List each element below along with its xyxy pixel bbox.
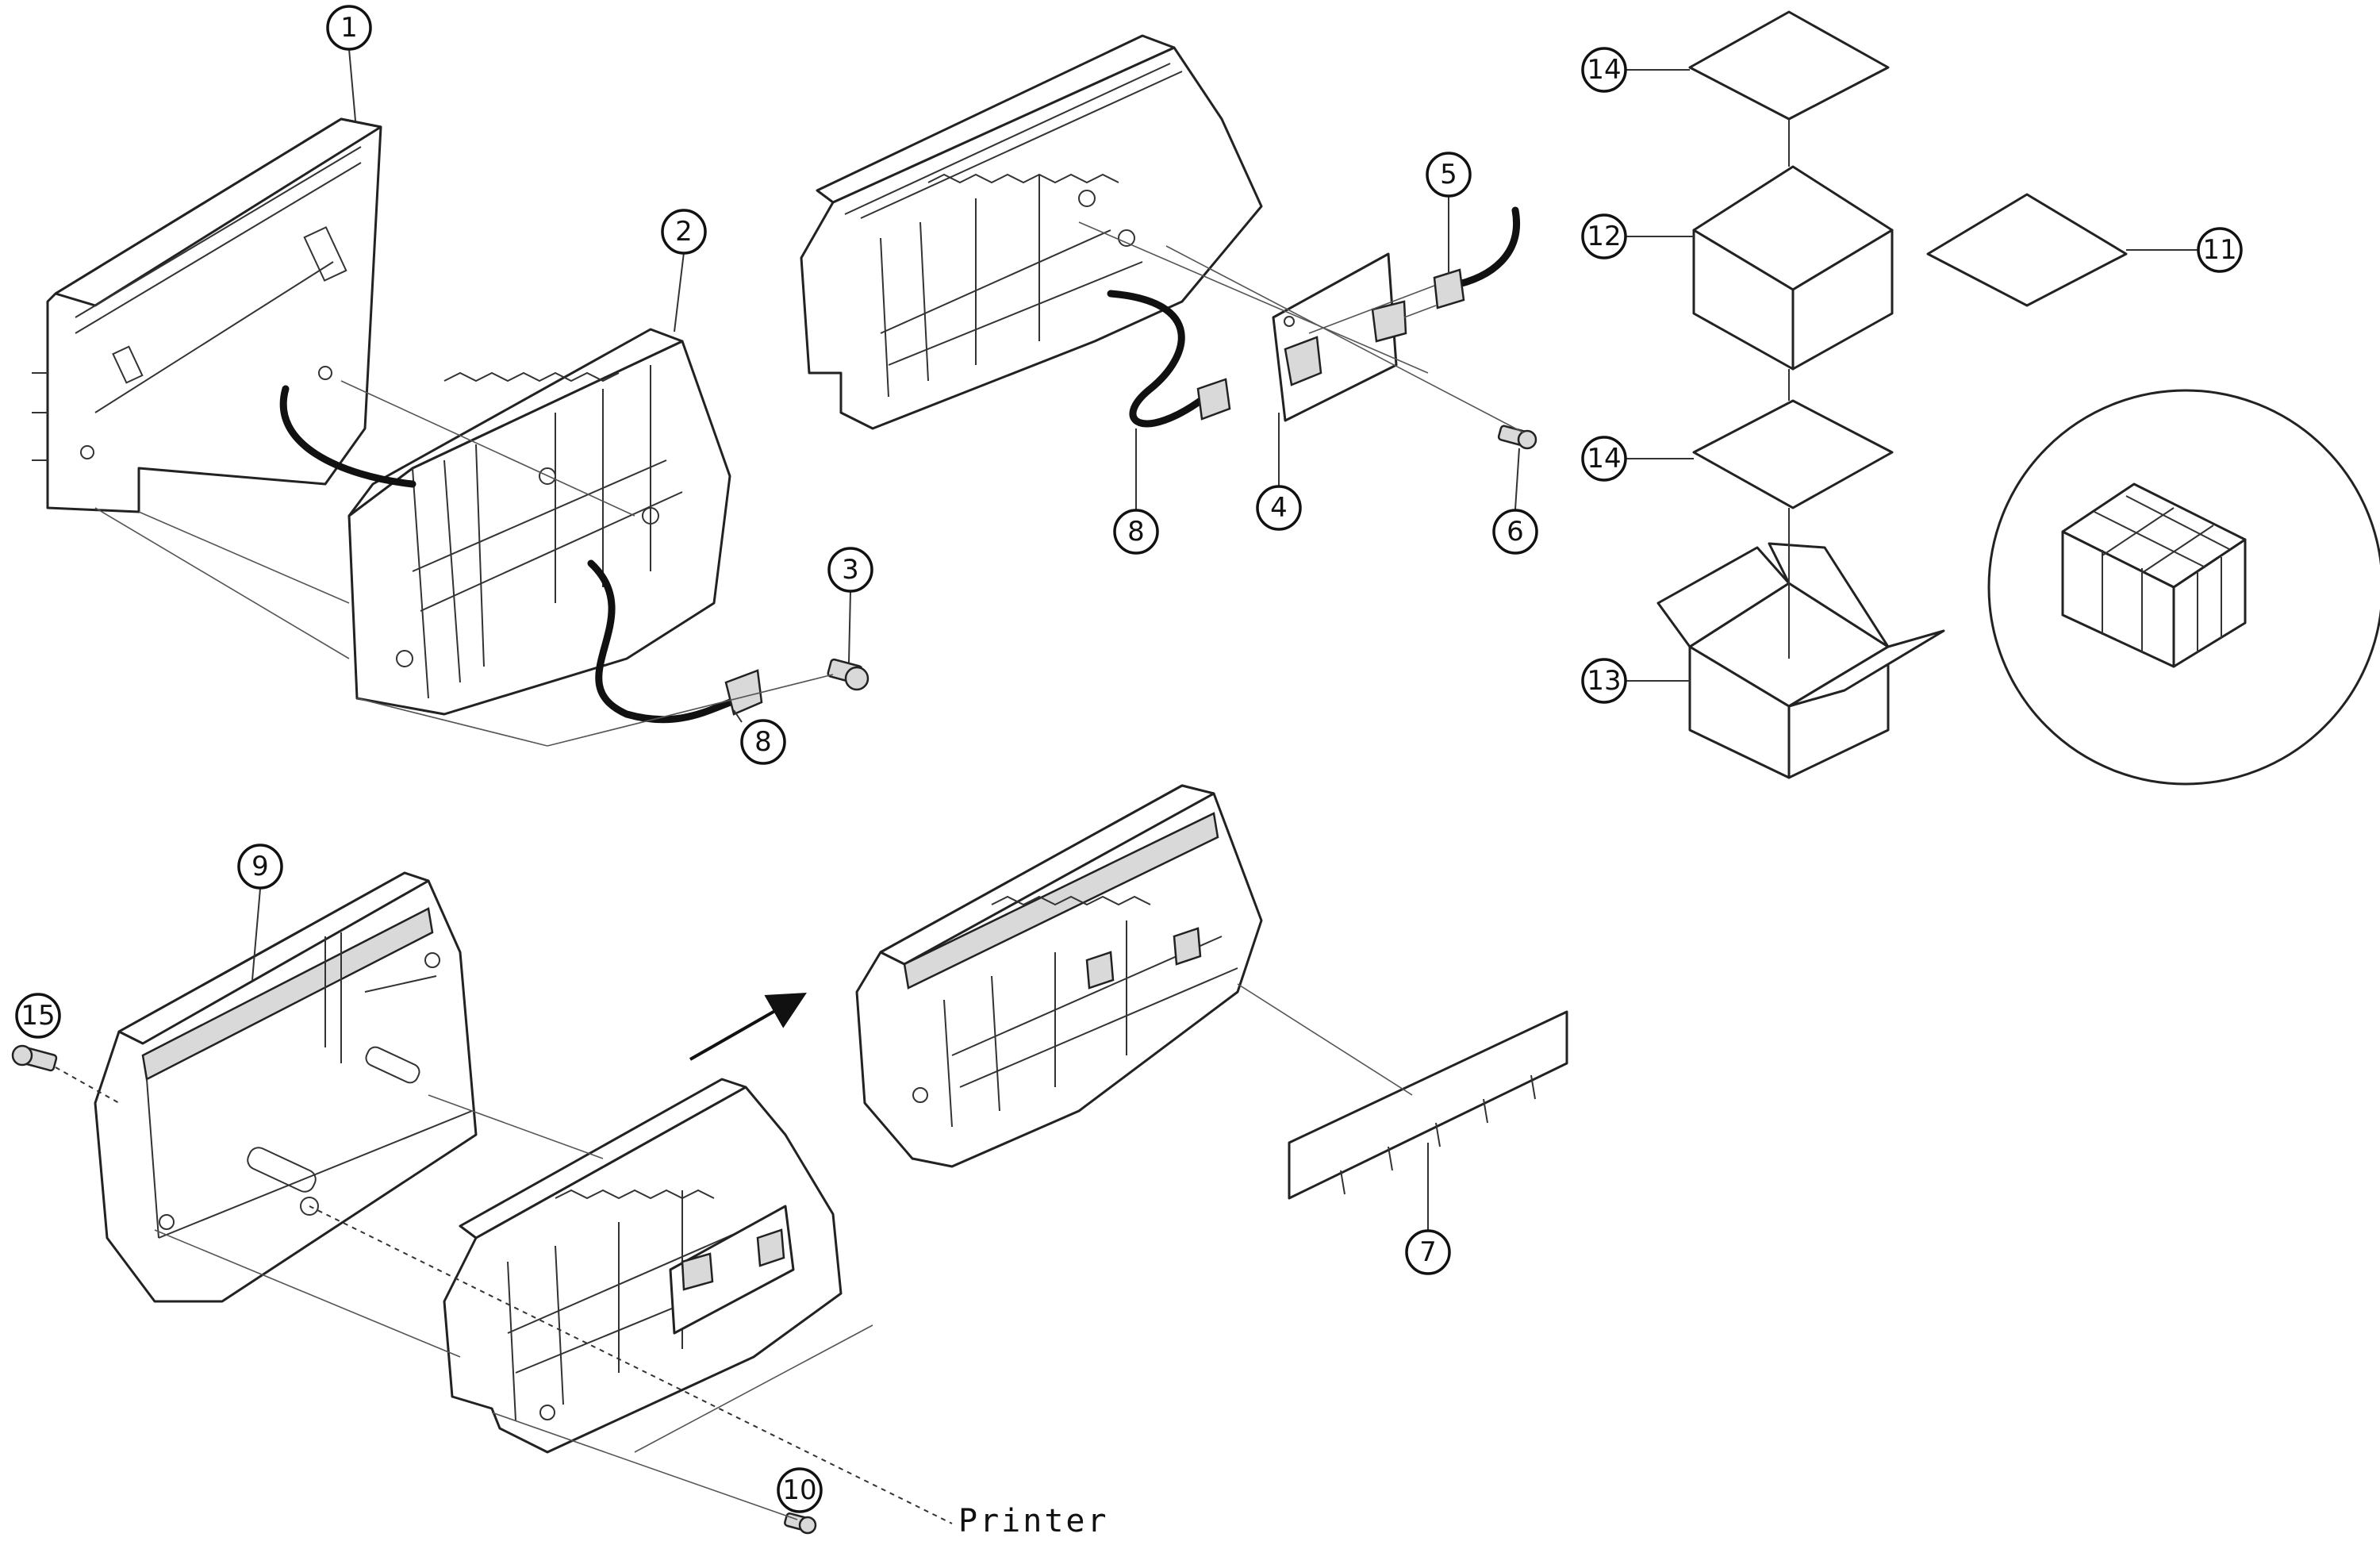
- svg-text:13: 13: [1587, 665, 1621, 697]
- screw-part-15: [11, 1044, 58, 1072]
- cable-part-8-a: [279, 385, 763, 724]
- screw-part-10: [784, 1512, 817, 1535]
- pad-part-14-bottom: [1692, 399, 1894, 509]
- svg-text:12: 12: [1587, 221, 1621, 252]
- magnified-insert-icon: [1987, 389, 2380, 786]
- callout-12: 12: [1581, 213, 1627, 259]
- svg-text:14: 14: [1587, 443, 1621, 475]
- svg-text:11: 11: [2202, 234, 2236, 266]
- box-part-13: [1656, 542, 1945, 779]
- cover-part-9: [94, 871, 478, 1303]
- callout-6: 6: [1492, 509, 1538, 555]
- back-plate-part-1: [32, 117, 382, 513]
- frame-part-2: [347, 328, 731, 716]
- callout-1: 1: [326, 5, 372, 51]
- callout-15: 15: [15, 993, 61, 1039]
- svg-text:9: 9: [251, 851, 269, 882]
- comb-part-7: [1288, 1010, 1568, 1200]
- callout-14-bottom: 14: [1581, 436, 1627, 482]
- cable-part-8-b: [1107, 290, 1231, 428]
- arrow-right-icon: [689, 993, 807, 1061]
- callout-14-top: 14: [1581, 47, 1627, 93]
- cable-part-5: [1433, 206, 1520, 309]
- callout-4: 4: [1256, 485, 1302, 531]
- frame-with-board-assembly: [800, 34, 1263, 430]
- screw-part-3: [827, 658, 869, 691]
- callout-2: 2: [661, 209, 707, 255]
- callout-8-b: 8: [1113, 509, 1159, 555]
- svg-text:7: 7: [1419, 1236, 1437, 1268]
- callout-9: 9: [237, 844, 283, 890]
- svg-text:2: 2: [675, 216, 693, 248]
- callout-3: 3: [827, 547, 873, 593]
- circuit-board-part-4: [1272, 252, 1407, 422]
- callout-5: 5: [1426, 152, 1472, 198]
- svg-text:14: 14: [1587, 54, 1621, 86]
- svg-text:8: 8: [1127, 516, 1145, 548]
- svg-text:5: 5: [1440, 159, 1457, 190]
- svg-text:15: 15: [21, 1000, 55, 1032]
- callout-13: 13: [1581, 658, 1627, 704]
- frame-assembly-lower: [443, 1078, 843, 1454]
- assembled-unit: [855, 784, 1263, 1168]
- pad-part-14-top: [1688, 10, 1890, 121]
- callout-7: 7: [1405, 1229, 1451, 1275]
- carton-part-12: [1692, 165, 1894, 371]
- callout-8-a: 8: [740, 719, 786, 765]
- svg-text:10: 10: [782, 1474, 816, 1506]
- sheet-part-11: [1926, 193, 2128, 307]
- callout-10: 10: [777, 1467, 823, 1513]
- svg-text:3: 3: [842, 554, 859, 586]
- svg-text:6: 6: [1507, 516, 1524, 548]
- printer-label: Printer: [958, 1503, 1109, 1539]
- callout-11: 11: [2197, 227, 2243, 273]
- svg-text:8: 8: [754, 726, 772, 758]
- svg-text:1: 1: [340, 12, 358, 44]
- svg-text:4: 4: [1270, 492, 1288, 524]
